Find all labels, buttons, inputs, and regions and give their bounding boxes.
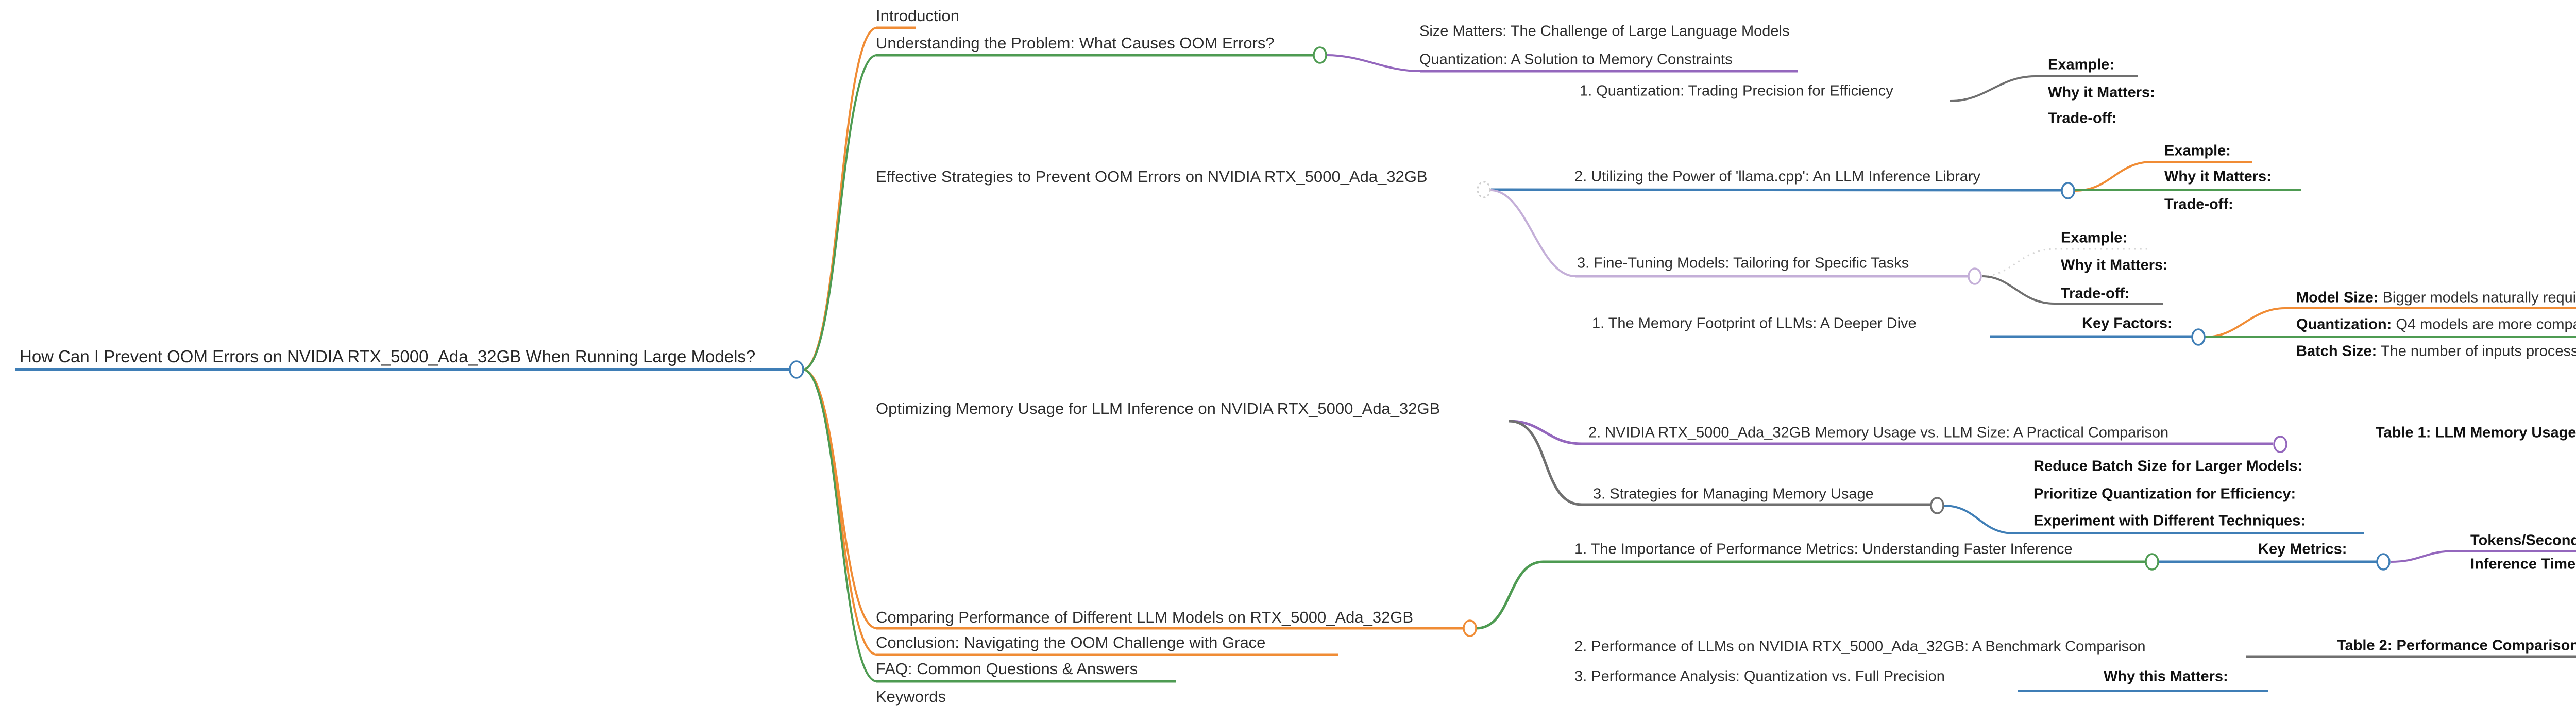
node-experiment-techniques: Experiment with Different Techniques: <box>2033 512 2306 529</box>
node-effective-strategies: Effective Strategies to Prevent OOM Erro… <box>876 168 1428 186</box>
node-inference-time: Inference Time: Measures the time it tak… <box>2470 556 2576 573</box>
root-node: How Can I Prevent OOM Errors on NVIDIA R… <box>20 347 756 366</box>
model-size-label: Model Size: <box>2296 289 2379 306</box>
node-memory-footprint: 1. The Memory Footprint of LLMs: A Deepe… <box>1592 315 1917 332</box>
keymetrics-fold-circle[interactable] <box>2376 553 2391 571</box>
node-memory-usage-comparison: 2. NVIDIA RTX_5000_Ada_32GB Memory Usage… <box>1588 424 2169 441</box>
node-benchmark-comparison: 2. Performance of LLMs on NVIDIA RTX_500… <box>1574 638 2146 655</box>
understanding-fold-circle[interactable] <box>1313 46 1327 64</box>
node-faq: FAQ: Common Questions & Answers <box>876 660 1138 678</box>
tokens-label: Tokens/Second: <box>2470 532 2576 549</box>
node-example-2: Example: <box>2164 142 2231 159</box>
batch-size-text: The number of inputs processed simultane… <box>2380 343 2576 360</box>
link-root-understanding <box>802 54 877 371</box>
node-example-3: Example: <box>2061 229 2127 246</box>
strat3-tradeoff-link-underline <box>1981 275 2163 305</box>
link-root-faq <box>802 369 877 682</box>
mem2-link-underline <box>1509 420 2273 445</box>
node-why-3: Why it Matters: <box>2061 257 2168 274</box>
node-comparing: Comparing Performance of Different LLM M… <box>876 608 1414 627</box>
link-root-comparing <box>802 369 877 629</box>
strat1-example-link-underline <box>1950 75 2138 102</box>
strat3-fold-circle[interactable] <box>1968 267 1982 285</box>
node-strategy-3-finetuning: 3. Fine-Tuning Models: Tailoring for Spe… <box>1577 255 1909 272</box>
node-managing-memory: 3. Strategies for Managing Memory Usage <box>1593 485 1874 503</box>
node-performance-metrics: 1. The Importance of Performance Metrics… <box>1574 541 2073 558</box>
keyfactors-fold-circle[interactable] <box>2191 328 2206 346</box>
node-key-factors: Key Factors: <box>2082 315 2173 332</box>
node-performance-analysis: 3. Performance Analysis: Quantization vs… <box>1574 668 1945 685</box>
effective-fold-circle[interactable] <box>1477 181 1491 198</box>
mem3-link-underline <box>1509 420 1930 506</box>
perf1-fold-circle[interactable] <box>2145 553 2159 571</box>
node-strategy-1-quantization: 1. Quantization: Trading Precision for E… <box>1580 82 1893 99</box>
node-table1-title: Table 1: LLM Memory Usage on the NVIDIA … <box>2376 424 2576 441</box>
node-why-1: Why it Matters: <box>2048 84 2155 101</box>
batch-size-label: Batch Size: <box>2296 343 2377 360</box>
node-tradeoff-3: Trade-off: <box>2061 285 2130 302</box>
strat3-example-link-underline <box>1981 248 2151 277</box>
tokens-link-underline <box>2390 550 2576 563</box>
node-size-matters: Size Matters: The Challenge of Large Lan… <box>1419 23 1790 40</box>
strat2-fold-circle[interactable] <box>2061 182 2075 199</box>
link-root-introduction <box>802 27 877 371</box>
node-table2-title: Table 2: Performance Comparison of LLMs … <box>2337 637 2576 654</box>
node-tradeoff-2: Trade-off: <box>2164 196 2233 213</box>
experiment-link-underline <box>1943 505 2364 534</box>
node-example-1: Example: <box>2048 56 2114 73</box>
node-tokens-per-second: Tokens/Second: Measures how many tokens … <box>2470 532 2576 549</box>
mem2-fold-circle[interactable] <box>2273 436 2287 453</box>
node-keywords: Keywords <box>876 688 946 706</box>
node-key-metrics: Key Metrics: <box>2258 541 2347 558</box>
node-why-2: Why it Matters: <box>2164 168 2272 185</box>
comparing-fold-circle[interactable] <box>1463 619 1477 637</box>
quantization-factor-text: Q4 models are more compact than F16, req… <box>2396 316 2576 333</box>
node-understanding: Understanding the Problem: What Causes O… <box>876 34 1275 53</box>
inference-time-label: Inference Time: <box>2470 556 2576 573</box>
node-batch-size: Batch Size: The number of inputs process… <box>2296 343 2576 360</box>
link-effective-strat3 <box>1490 189 1576 277</box>
node-reduce-batch: Reduce Batch Size for Larger Models: <box>2033 458 2303 475</box>
node-introduction: Introduction <box>876 7 959 25</box>
node-quantization-factor: Quantization: Q4 models are more compact… <box>2296 316 2576 333</box>
node-strategy-2-llamacpp: 2. Utilizing the Power of 'llama.cpp': A… <box>1574 168 1981 185</box>
quantization-factor-label: Quantization: <box>2296 316 2392 333</box>
root-fold-circle[interactable] <box>789 360 804 379</box>
node-model-size: Model Size: Bigger models naturally requ… <box>2296 289 2576 306</box>
node-why-this-matters: Why this Matters: <box>2104 668 2228 685</box>
link-root-conclusion <box>802 369 877 656</box>
node-conclusion: Conclusion: Navigating the OOM Challenge… <box>876 633 1266 652</box>
node-prioritize-quantization: Prioritize Quantization for Efficiency: <box>2033 485 2296 503</box>
node-tradeoff-1: Trade-off: <box>2048 110 2117 127</box>
perf1-link-underline <box>1476 560 2145 630</box>
node-quant-solution: Quantization: A Solution to Memory Const… <box>1419 51 1733 68</box>
mem3-fold-circle[interactable] <box>1930 497 1944 514</box>
model-size-text: Bigger models naturally require more mem… <box>2382 289 2576 306</box>
link-understanding-quantsolution <box>1326 54 1421 72</box>
node-optimizing: Optimizing Memory Usage for LLM Inferenc… <box>876 399 1440 418</box>
